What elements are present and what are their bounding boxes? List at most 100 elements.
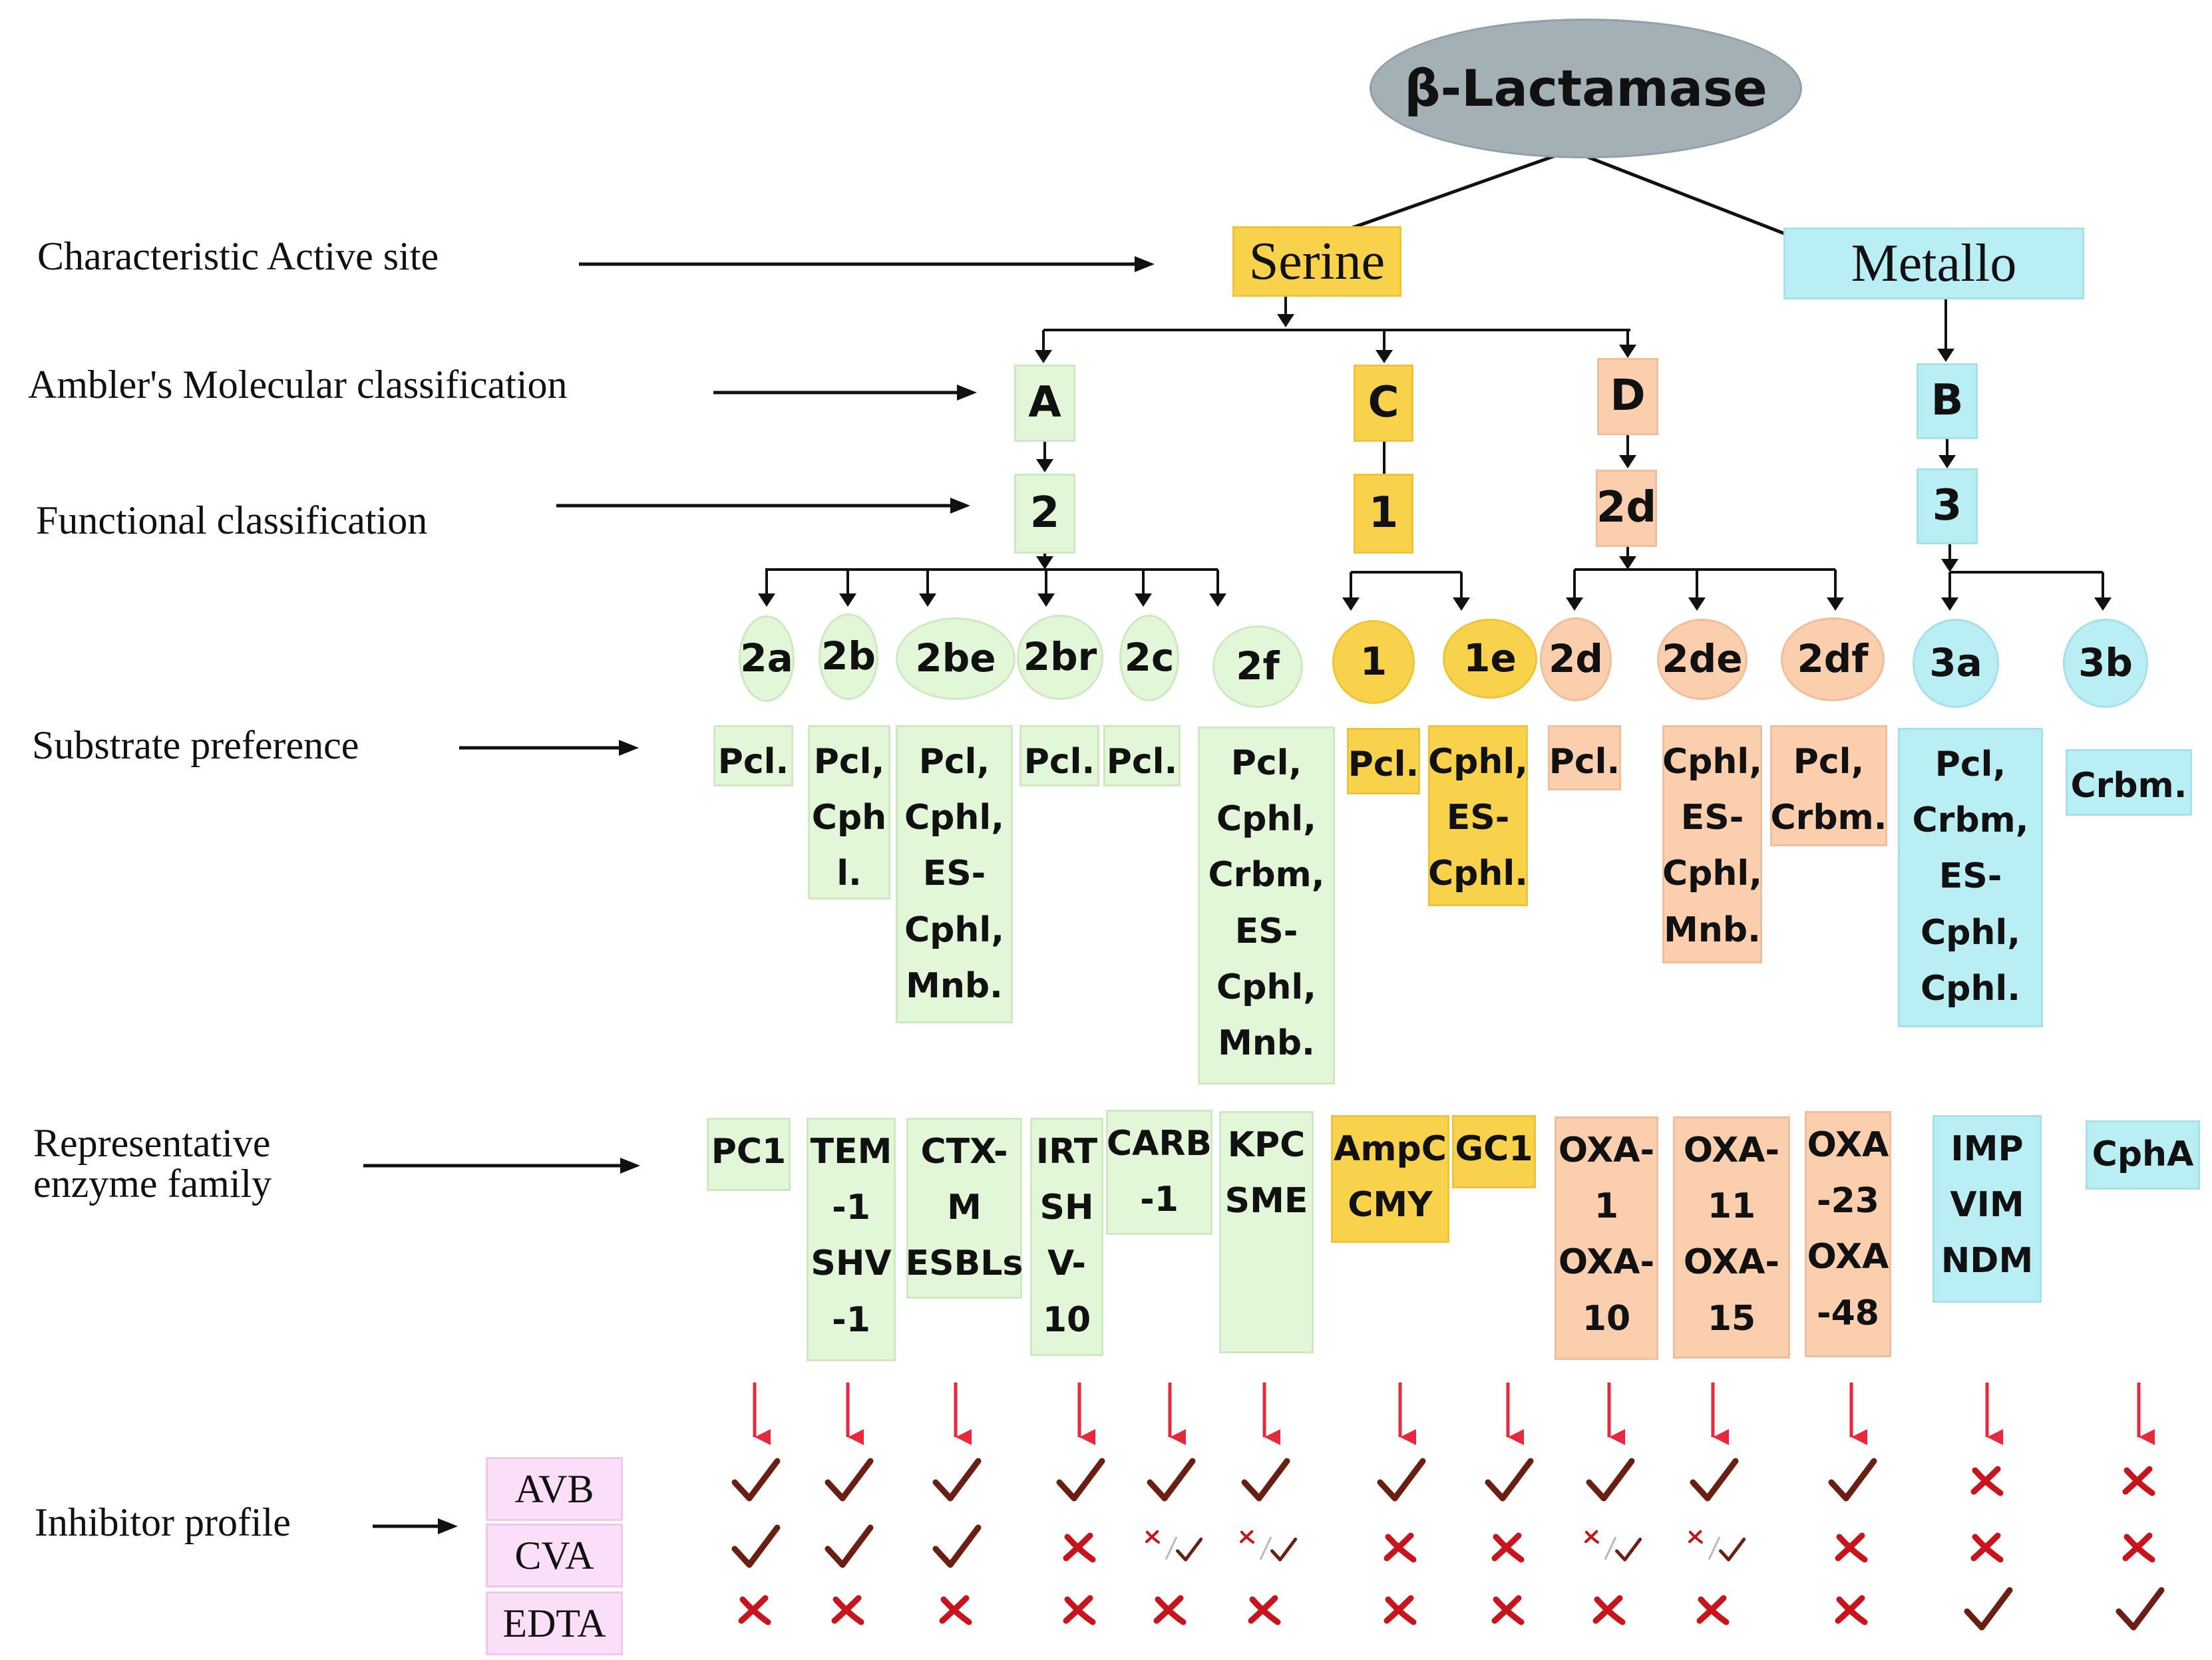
mark-cva-2de-partial-icon-check <box>1719 1538 1746 1562</box>
subgroup-3a: 3a <box>1913 619 1999 708</box>
mark-avb-2d-check-icon <box>1586 1458 1635 1502</box>
connector-serine-down-head <box>1277 314 1294 327</box>
mark-edta-2a-cross-icon <box>738 1595 771 1625</box>
mark-avb-2b-check-icon <box>825 1458 874 1502</box>
inhibitor-label-edta: EDTA <box>486 1591 623 1655</box>
subgroup-2de: 2de <box>1657 619 1748 700</box>
substrate-2d: Pcl. <box>1548 725 1621 790</box>
connector-to-sub-3b-head <box>2094 597 2112 611</box>
subgroup-1e: 1e <box>1443 619 1537 699</box>
functional-group-3: 3 <box>1917 468 1978 544</box>
subgroup-2f: 2f <box>1212 625 1303 708</box>
connector-d-2d-head <box>1619 455 1636 468</box>
subgroup-2c: 2c <box>1119 615 1179 701</box>
connector-to-sub-1e-head <box>1453 597 1470 611</box>
connector-a-2-head <box>1036 459 1053 472</box>
subgroup-2b: 2b <box>819 613 878 700</box>
mark-edta-2d-cross-icon <box>1592 1595 1626 1625</box>
mark-avb-2f-check-icon <box>1241 1458 1290 1502</box>
connector-to-2be-head <box>919 593 936 607</box>
enzyme-family-2b: TEM -1 SHV -1 <box>807 1118 896 1361</box>
enzyme-family-2df: OXA -23 OXA -48 <box>1805 1111 1891 1357</box>
connector-to-sub-2df-head <box>1827 597 1844 611</box>
enzyme-family-1e: GC1 <box>1452 1115 1536 1188</box>
subgroup-2a: 2a <box>739 615 795 702</box>
mark-cva-2f-partial-icon-slash <box>1259 1536 1272 1560</box>
connector-2d-down-head <box>1619 556 1636 570</box>
mark-edta-3b-check-icon <box>2116 1587 2165 1631</box>
connector-root-serine <box>1341 148 1571 234</box>
row-label-functional: Functional classification <box>36 498 428 542</box>
mark-cva-2df-cross-icon <box>1835 1532 1868 1563</box>
mark-cva-3b-cross-icon <box>2122 1532 2155 1563</box>
enzyme-family-2a: PC1 <box>707 1118 791 1191</box>
functional-group-2d: 2d <box>1596 470 1657 547</box>
connector-to-sub-2d-head <box>1566 597 1583 611</box>
row-label-inhibitor: Inhibitor profile <box>35 1500 291 1544</box>
ambler-class-a: A <box>1014 365 1075 442</box>
mark-cva-2br-cross-icon <box>1063 1532 1096 1563</box>
substrate-3a: Pcl, Crbm, ES- Cphl, Cphl. <box>1898 728 2043 1027</box>
substrate-1e: Cphl, ES- Cphl. <box>1428 725 1528 906</box>
substrate-2a: Pcl. <box>713 725 793 786</box>
mark-cva-3a-cross-icon <box>1970 1532 2004 1563</box>
subgroup-2be: 2be <box>896 617 1015 700</box>
label-arrow-enzyme-family-head <box>620 1158 640 1174</box>
subgroup-1: 1 <box>1332 620 1415 704</box>
enzyme-family-2de: OXA- 11 OXA- 15 <box>1673 1116 1790 1359</box>
mark-edta-1-cross-icon <box>1383 1595 1417 1625</box>
substrate-1: Pcl. <box>1347 728 1420 794</box>
active-site-serine: Serine <box>1232 226 1401 297</box>
ambler-class-c: C <box>1354 365 1413 442</box>
connector-to-sub-2de-head <box>1688 597 1706 611</box>
connector-to-2b-head <box>839 593 856 607</box>
mark-avb-2de-check-icon <box>1690 1458 1739 1502</box>
row-label-ambler: Ambler's Molecular classification <box>28 363 568 407</box>
connector-b-3-head <box>1938 455 1956 468</box>
substrate-2f: Pcl, Cphl, Crbm, ES- Cphl, Mnb. <box>1198 727 1335 1084</box>
enzyme-family-3a: IMP VIM NDM <box>1933 1115 2042 1303</box>
substrate-2br: Pcl. <box>1019 725 1099 786</box>
connector-to-a-head <box>1035 350 1052 363</box>
mark-cva-1-cross-icon <box>1383 1532 1417 1563</box>
mark-cva-2be-check-icon <box>932 1524 982 1568</box>
connector-to-2f-head <box>1209 593 1226 607</box>
mark-cva-2d-partial-icon-slash <box>1604 1536 1617 1560</box>
mark-edta-1e-cross-icon <box>1491 1595 1525 1625</box>
mark-avb-2c-check-icon <box>1147 1458 1196 1502</box>
enzyme-family-1: AmpC CMY <box>1331 1115 1449 1243</box>
row-label-active-site: Characteristic Active site <box>37 234 439 278</box>
mark-cva-2c-partial-icon-cross <box>1145 1530 1161 1544</box>
mark-avb-2br-check-icon <box>1056 1458 1105 1502</box>
subgroup-2br: 2br <box>1017 615 1103 700</box>
label-arrow-substrate-head <box>619 740 639 756</box>
mark-edta-3a-check-icon <box>1964 1587 2013 1631</box>
subgroup-2df: 2df <box>1781 617 1885 701</box>
mark-avb-3b-cross-icon <box>2122 1466 2155 1496</box>
mark-avb-3a-cross-icon <box>1970 1466 2004 1496</box>
mark-cva-2c-partial-icon-slash <box>1165 1536 1178 1560</box>
root-beta-lactamase: β-Lactamase <box>1370 19 1802 158</box>
row-label-substrate: Substrate preference <box>32 723 359 767</box>
mark-cva-2de-partial-icon-slash <box>1708 1536 1721 1560</box>
mark-avb-1-check-icon <box>1377 1458 1426 1502</box>
connector-to-sub-3a-head <box>1941 597 1958 611</box>
label-arrow-inhibitor-head <box>438 1518 458 1534</box>
mark-cva-2b-check-icon <box>825 1524 874 1568</box>
mark-cva-2a-check-icon <box>731 1524 781 1568</box>
mark-cva-2f-partial-icon-cross <box>1239 1530 1255 1544</box>
label-arrow-active-site-head <box>1135 256 1155 272</box>
substrate-2c: Pcl. <box>1103 725 1181 786</box>
connector-to-c-head <box>1376 350 1393 363</box>
subgroup-3b: 3b <box>2063 619 2148 708</box>
connector-2-down-head <box>1036 556 1053 570</box>
mark-cva-2f-partial-icon-check <box>1270 1538 1298 1562</box>
mark-cva-2c-partial-icon-check <box>1176 1538 1203 1562</box>
enzyme-family-2c: CARB -1 <box>1106 1110 1212 1235</box>
substrate-2b: Pcl, Cph l. <box>808 725 890 900</box>
enzyme-family-2br: IRT SH V- 10 <box>1030 1118 1103 1356</box>
connector-to-2br-head <box>1037 593 1055 607</box>
substrate-3b: Crbm. <box>2066 749 2192 816</box>
connector-metallo-b-head <box>1937 349 1954 362</box>
mark-edta-2f-cross-icon <box>1248 1595 1281 1625</box>
